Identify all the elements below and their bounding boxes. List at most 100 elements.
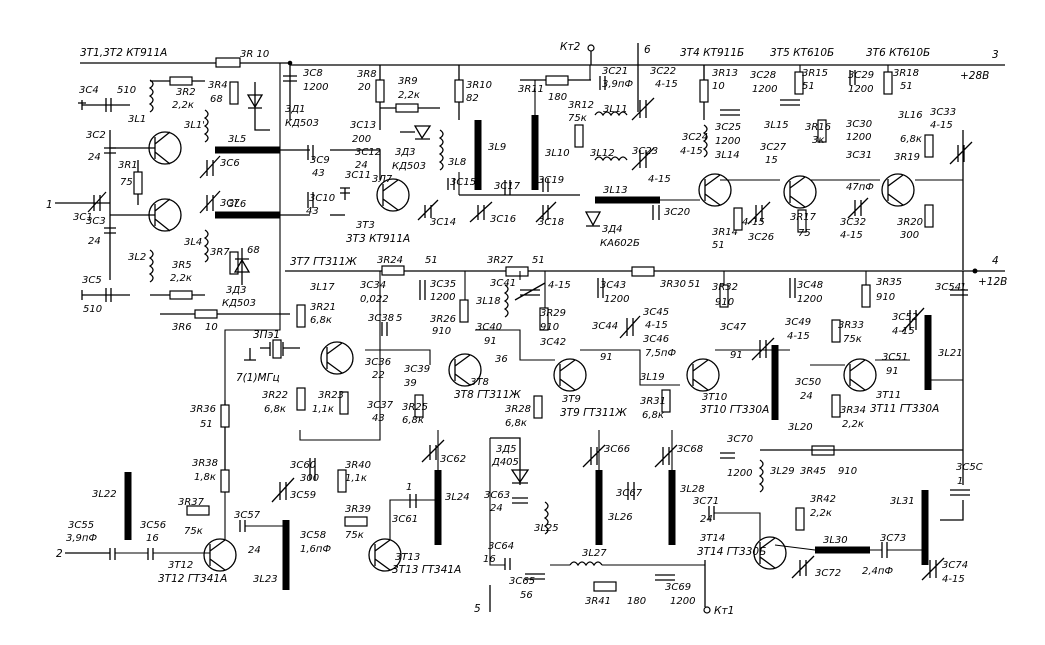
svg-text:3L24: 3L24 bbox=[445, 492, 470, 503]
svg-text:180: 180 bbox=[627, 596, 646, 607]
svg-text:3Д4: 3Д4 bbox=[602, 224, 623, 235]
svg-text:3R19: 3R19 bbox=[894, 152, 920, 163]
svg-text:КД503: КД503 bbox=[392, 161, 426, 172]
svg-text:56: 56 bbox=[520, 590, 533, 601]
svg-text:3Д5: 3Д5 bbox=[496, 444, 517, 455]
svg-text:КА602Б: КА602Б bbox=[600, 238, 640, 249]
svg-text:15: 15 bbox=[765, 155, 778, 166]
svg-text:51: 51 bbox=[200, 419, 213, 430]
svg-text:3С10: 3С10 bbox=[309, 193, 335, 204]
svg-text:3L26: 3L26 bbox=[608, 512, 633, 523]
svg-text:51: 51 bbox=[900, 81, 913, 92]
svg-text:3С33: 3С33 bbox=[930, 107, 956, 118]
crystal-frequency: 7(1)МГц bbox=[236, 372, 280, 384]
svg-text:3Т8: 3Т8 bbox=[470, 377, 489, 388]
svg-text:4-15: 4-15 bbox=[648, 174, 671, 185]
svg-text:910: 910 bbox=[715, 297, 734, 308]
svg-text:3R38: 3R38 bbox=[192, 458, 218, 469]
svg-text:6,8к: 6,8к bbox=[900, 134, 922, 145]
rail-number-3: 3 bbox=[992, 49, 999, 61]
transistor-t4-type: 3Т4 КТ911Б bbox=[680, 47, 744, 59]
svg-text:300: 300 bbox=[900, 230, 919, 241]
svg-text:3С9: 3С9 bbox=[310, 155, 330, 166]
svg-text:3С1: 3С1 bbox=[73, 212, 93, 223]
svg-text:3R27: 3R27 bbox=[487, 255, 514, 266]
stage-6-input-chain: 3R36 51 3R38 1,8к 3L22 3С55 3,9пФ 3С56 1… bbox=[66, 400, 470, 590]
svg-text:75к: 75к bbox=[843, 334, 862, 345]
svg-text:6,8к: 6,8к bbox=[505, 418, 527, 429]
svg-text:3С6: 3С6 bbox=[220, 158, 240, 169]
svg-text:3С47: 3С47 bbox=[720, 322, 747, 333]
svg-text:4-15: 4-15 bbox=[655, 79, 678, 90]
svg-text:3С27: 3С27 bbox=[760, 142, 787, 153]
svg-text:3С49: 3С49 bbox=[785, 317, 811, 328]
svg-text:3L8: 3L8 bbox=[448, 157, 466, 168]
transistor-t3-type: 3Т3 КТ911А bbox=[346, 233, 410, 245]
svg-text:3С70: 3С70 bbox=[727, 434, 753, 445]
transistor-t11-type: 3Т11 ГТ330А bbox=[870, 403, 939, 415]
svg-text:3С29: 3С29 bbox=[848, 70, 874, 81]
svg-text:3R29: 3R29 bbox=[540, 308, 566, 319]
svg-text:3Т14: 3Т14 bbox=[700, 533, 725, 544]
svg-text:75к: 75к bbox=[345, 530, 364, 541]
svg-text:3С28: 3С28 bbox=[750, 70, 776, 81]
svg-text:39: 39 bbox=[404, 378, 417, 389]
svg-text:3С73: 3С73 bbox=[880, 533, 906, 544]
svg-text:3С60: 3С60 bbox=[290, 460, 316, 471]
svg-text:3С62: 3С62 bbox=[440, 454, 466, 465]
input-1: 1 bbox=[46, 199, 88, 211]
svg-text:4-15: 4-15 bbox=[680, 146, 703, 157]
svg-text:4-15: 4-15 bbox=[645, 320, 668, 331]
svg-text:3С3: 3С3 bbox=[86, 216, 106, 227]
svg-text:3С45: 3С45 bbox=[643, 307, 669, 318]
svg-text:3R13: 3R13 bbox=[712, 68, 738, 79]
input-2: 2 bbox=[56, 548, 110, 560]
svg-text:3R5: 3R5 bbox=[172, 260, 192, 271]
svg-text:75к: 75к bbox=[568, 113, 587, 124]
svg-text:3С51: 3С51 bbox=[882, 352, 908, 363]
svg-text:20: 20 bbox=[358, 82, 371, 93]
svg-text:2,2к: 2,2к bbox=[810, 508, 832, 519]
svg-text:3С7: 3С7 bbox=[220, 198, 240, 209]
svg-text:510: 510 bbox=[83, 304, 102, 315]
svg-text:3С63: 3С63 bbox=[484, 490, 510, 501]
transistor-t14-type: 3Т14 ГТ330Б bbox=[697, 546, 766, 558]
svg-text:3R35: 3R35 bbox=[876, 277, 902, 288]
svg-text:300: 300 bbox=[300, 473, 319, 484]
svg-text:3Т10: 3Т10 bbox=[702, 392, 727, 403]
svg-text:3С25: 3С25 bbox=[715, 122, 741, 133]
svg-text:24: 24 bbox=[355, 160, 368, 171]
stage-2-driver-t3: 3С11 3Т3 3Т3 КТ911А 3Л7 3С12 24 3С13 200… bbox=[330, 65, 580, 245]
svg-text:51: 51 bbox=[425, 255, 438, 266]
svg-text:3R25: 3R25 bbox=[402, 402, 428, 413]
svg-text:91: 91 bbox=[886, 366, 899, 377]
svg-text:10: 10 bbox=[712, 81, 725, 92]
svg-text:3С23: 3С23 bbox=[632, 146, 658, 157]
svg-text:510: 510 bbox=[117, 85, 136, 96]
svg-text:3С2: 3С2 bbox=[86, 130, 106, 141]
svg-text:22: 22 bbox=[372, 370, 385, 381]
svg-text:3С74: 3С74 bbox=[942, 560, 968, 571]
svg-text:68: 68 bbox=[247, 245, 260, 256]
svg-text:3R9: 3R9 bbox=[398, 76, 418, 87]
svg-text:3Д3: 3Д3 bbox=[395, 147, 416, 158]
svg-text:3Д3: 3Д3 bbox=[226, 285, 247, 296]
svg-text:3L4: 3L4 bbox=[184, 237, 202, 248]
svg-text:6,8к: 6,8к bbox=[402, 415, 424, 426]
svg-text:3С4: 3С4 bbox=[79, 85, 99, 96]
svg-text:2,2к: 2,2к bbox=[172, 100, 194, 111]
svg-text:3С11: 3С11 bbox=[345, 170, 371, 181]
svg-text:3R 10: 3R 10 bbox=[240, 49, 269, 60]
terminal-5: 5 bbox=[474, 585, 491, 615]
svg-text:3L6: 3L6 bbox=[228, 199, 246, 210]
svg-text:3,9пФ: 3,9пФ bbox=[602, 79, 633, 90]
svg-text:3R39: 3R39 bbox=[345, 504, 371, 515]
svg-text:3R1: 3R1 bbox=[118, 160, 138, 171]
svg-text:3Т11: 3Т11 bbox=[876, 390, 901, 401]
kt1-terminal: Кт1 bbox=[703, 605, 734, 617]
svg-text:3L1: 3L1 bbox=[128, 114, 146, 125]
svg-text:3L18: 3L18 bbox=[476, 296, 501, 307]
kt2-terminal: Кт2 bbox=[560, 41, 595, 65]
svg-text:200: 200 bbox=[352, 134, 371, 145]
svg-text:3R42: 3R42 bbox=[810, 494, 836, 505]
